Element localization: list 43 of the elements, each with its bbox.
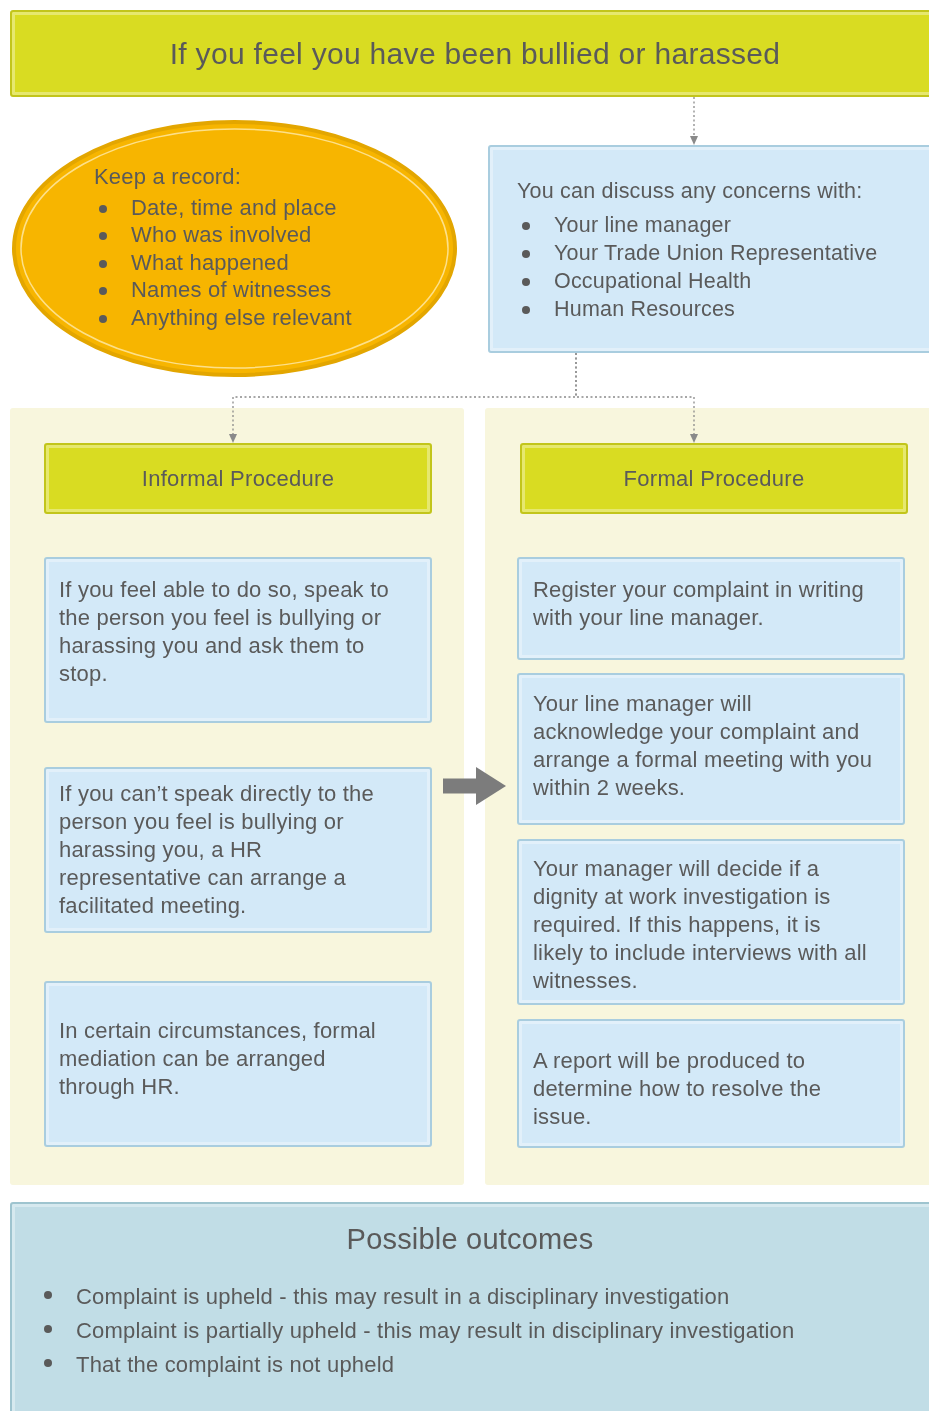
heading: Formal Procedure — [623, 465, 805, 492]
body-text: If you can’t speak directly to the person you feel is bullying or harassing you, a HR representative can arrange a facilitated meeting. — [59, 780, 375, 920]
body-text: In certain circumstances, formal mediation can be arranged through HR. — [59, 1017, 377, 1101]
list-item: Complaint is partially upheld - this may result in disciplinary investigation — [39, 1314, 928, 1348]
text-box — [44, 557, 432, 723]
list-item: Your Trade Union Representative — [517, 239, 926, 267]
text-box — [517, 839, 905, 1005]
dotted-arrow — [575, 352, 698, 443]
outcomes-box — [10, 1202, 929, 1411]
text-box — [488, 145, 929, 353]
record-ellipse — [12, 120, 457, 377]
list-heading: Keep a record: — [94, 163, 243, 191]
text-box — [44, 767, 432, 933]
heading: Informal Procedure — [141, 465, 335, 492]
list-item: What happened — [94, 248, 447, 276]
dotted-arrow — [690, 96, 698, 145]
body-text: Your line manager will acknowledge your complaint and arrange a formal meeting with you within 2 weeks. — [533, 690, 874, 802]
heading-bar — [44, 443, 432, 514]
body-text: A report will be produced to determine how to resolve the issue. — [533, 1047, 823, 1131]
heading: If you feel you have been bullied or harassed — [169, 36, 781, 71]
list-item: Names of witnesses — [94, 276, 447, 304]
list-item: Who was involved — [94, 221, 447, 249]
list-item: Occupational Health — [517, 267, 926, 295]
text-box — [517, 1019, 905, 1148]
text-box — [44, 981, 432, 1147]
list-item: Anything else relevant — [94, 303, 447, 331]
text-box — [517, 557, 905, 660]
list-item: That the complaint is not upheld — [39, 1348, 928, 1382]
body-text: Your manager will decide if a dignity at work investigation is required. If this happens, it is likely to include interviews with all witnesses. — [533, 855, 868, 995]
heading-bar — [10, 10, 929, 97]
body-text: If you feel able to do so, speak to the person you feel is bullying or harassing you and ask them to stop. — [59, 576, 390, 688]
list-item: Human Resources — [517, 295, 926, 323]
body-text: Register your complaint in writing with your line manager. — [533, 576, 865, 632]
block-arrow — [443, 767, 506, 805]
section-heading: Possible outcomes — [345, 1222, 595, 1256]
panel-background — [10, 408, 464, 1185]
list-heading: You can discuss any concerns with: — [517, 178, 864, 205]
list-item: Complaint is upheld - this may result in a disciplinary investigation — [39, 1280, 928, 1314]
list-item: Your line manager — [517, 211, 926, 239]
panel-background — [485, 408, 929, 1185]
list-item: Date, time and place — [94, 193, 447, 221]
text-box — [517, 673, 905, 825]
heading-bar — [520, 443, 908, 514]
